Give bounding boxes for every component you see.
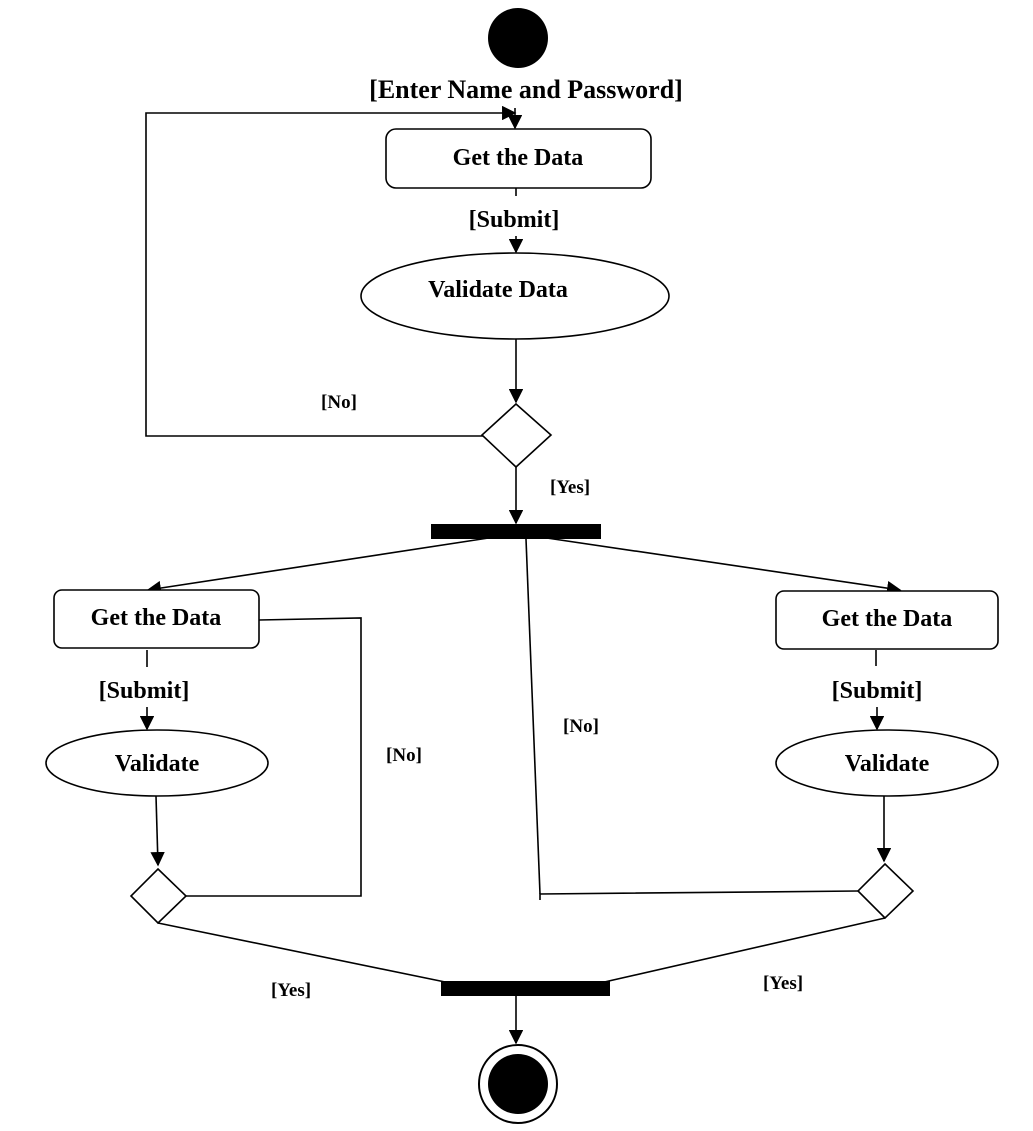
right-validate-node (775, 729, 999, 797)
final-node-core (488, 1054, 548, 1114)
right-decision (856, 862, 915, 920)
left-action-box (53, 589, 260, 649)
right-action-label: Get the Data (822, 606, 953, 632)
left-yes-guard: [Yes] (271, 980, 311, 1001)
flow-left-yes-to-join (157, 922, 451, 984)
left-validate-node (45, 729, 269, 797)
top-submit-label: [Submit] (469, 207, 560, 233)
fork-bar (431, 524, 601, 539)
right-submit-label: [Submit] (832, 678, 923, 704)
top-action-box (385, 128, 652, 189)
left-no-guard: [No] (386, 745, 422, 766)
left-submit-label: [Submit] (99, 678, 190, 704)
top-action-label: Get the Data (453, 145, 584, 171)
left-decision (129, 867, 188, 925)
top-no-guard: [No] (321, 392, 357, 413)
center-no-guard: [No] (563, 716, 599, 737)
flow-center-no-loop (539, 890, 859, 900)
right-action-box (775, 590, 999, 650)
left-validate-label: Validate (115, 751, 200, 777)
flow-left-validate-to-decision (150, 795, 165, 867)
flow-center-no-up (525, 538, 541, 895)
top-decision (480, 402, 553, 469)
flow-right-yes-to-join (599, 917, 886, 984)
top-yes-guard: [Yes] (550, 477, 590, 498)
flow-top-no-loop (145, 105, 517, 437)
top-validate-label: Validate Data (428, 277, 568, 303)
top-validate-node (360, 252, 670, 340)
entry-label: [Enter Name and Password] (369, 75, 683, 104)
right-yes-guard: [Yes] (763, 973, 803, 994)
initial-node (488, 8, 548, 68)
join-bar (441, 981, 610, 996)
flow-fork-to-left (146, 536, 496, 596)
flow-fork-to-right (539, 536, 902, 596)
left-action-label: Get the Data (91, 605, 222, 631)
flow-left-no-loop (186, 617, 362, 897)
right-validate-label: Validate (845, 751, 930, 777)
